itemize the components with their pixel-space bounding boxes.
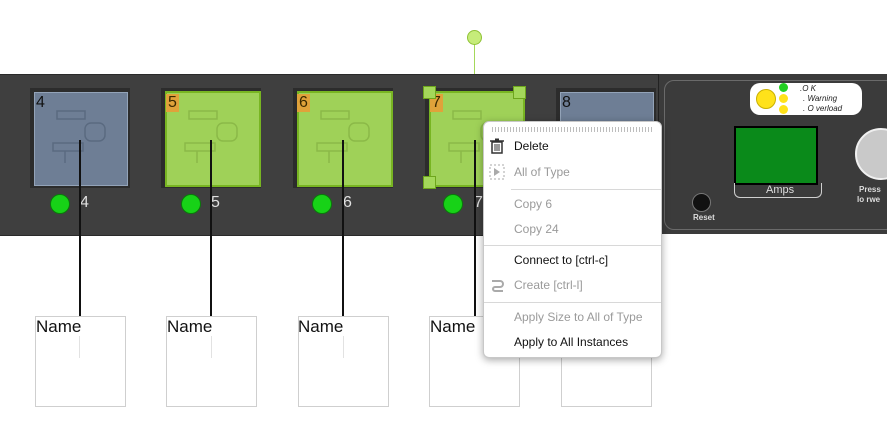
rotate-handle-line: [474, 44, 475, 92]
led-label-5: 5: [211, 194, 220, 211]
name-label-5: Name: [167, 317, 213, 336]
outlet-socket-icon: [316, 110, 370, 163]
press-label-2: lo rwe: [857, 195, 881, 204]
context-menu: Delete All of Type Copy 6 Copy 24 Connec…: [483, 121, 662, 358]
menu-item-create[interactable]: Create [ctrl-l]: [484, 274, 661, 296]
legend-big-dot: [756, 89, 776, 109]
legend-dot-ok: [779, 83, 788, 92]
menu-separator: [484, 245, 661, 246]
menu-item-copy-6[interactable]: Copy 6: [484, 193, 661, 215]
outlet-number-4: 4: [36, 94, 45, 111]
connector-line-4: [79, 140, 81, 316]
outlet-socket-icon: [52, 110, 106, 163]
legend-dot-warning: [779, 94, 788, 103]
connector-line-6: [342, 140, 344, 316]
status-led-6: [312, 194, 332, 214]
press-label: Press: [859, 185, 881, 194]
outlet-number-6: 6: [297, 94, 310, 112]
legend-warning: . Warning: [803, 94, 838, 103]
name-label-4: Name: [36, 317, 82, 336]
menu-item-copy-24[interactable]: Copy 24: [484, 218, 661, 240]
legend-ok: .O K: [800, 84, 817, 93]
led-label-4: 4: [80, 194, 89, 211]
name-box-tick-6: [343, 336, 344, 358]
menu-label-delete: Delete: [514, 139, 549, 153]
amps-display: [734, 126, 818, 185]
resize-handle-top-right[interactable]: [513, 86, 526, 99]
amps-bracket: [734, 183, 822, 198]
led-label-7: 7: [474, 194, 483, 211]
menu-separator: [484, 302, 661, 303]
amps-label: Amps: [766, 184, 795, 196]
name-box-tick-5: [211, 336, 212, 358]
select-type-icon: [489, 164, 505, 180]
menu-label-apply-size: Apply Size to All of Type: [514, 310, 643, 324]
reset-button[interactable]: [692, 193, 711, 212]
connector-line-5: [210, 140, 212, 316]
menu-item-apply-all[interactable]: Apply to All Instances: [484, 331, 661, 353]
resize-handle-bottom-left[interactable]: [423, 176, 436, 189]
menu-label-create: Create [ctrl-l]: [514, 278, 583, 292]
outlet-4[interactable]: [34, 92, 128, 186]
menu-item-connect-to[interactable]: Connect to [ctrl-c]: [484, 249, 661, 271]
trash-icon: [489, 138, 505, 154]
menu-separator: [511, 189, 661, 190]
name-label-7: Name: [430, 317, 476, 336]
menu-label-connect-to: Connect to [ctrl-c]: [514, 253, 609, 267]
status-led-7: [443, 194, 463, 214]
name-box-tick-4: [79, 336, 80, 358]
menu-label-apply-all: Apply to All Instances: [514, 335, 629, 349]
name-box-4[interactable]: [35, 316, 126, 407]
outlet-6[interactable]: [297, 91, 393, 187]
link-icon: [489, 277, 505, 293]
legend-overload: . O verload: [803, 104, 843, 113]
connector-line-7: [474, 140, 476, 316]
menu-item-all-of-type[interactable]: All of Type: [484, 161, 661, 183]
menu-label-copy-6: Copy 6: [514, 197, 553, 211]
rotate-handle[interactable]: [467, 30, 482, 45]
outlet-5[interactable]: [165, 91, 261, 187]
outlet-socket-icon: [184, 110, 238, 163]
name-box-5[interactable]: [166, 316, 257, 407]
name-label-6: Name: [298, 317, 344, 336]
menu-item-apply-size[interactable]: Apply Size to All of Type: [484, 306, 661, 328]
resize-handle-top-left[interactable]: [423, 86, 436, 99]
status-led-4: [50, 194, 70, 214]
menu-label-all-of-type: All of Type: [514, 165, 570, 179]
status-led-5: [181, 194, 201, 214]
legend-dot-overload: [779, 105, 788, 114]
meter-frame: [664, 80, 887, 230]
outlet-number-5: 5: [166, 94, 179, 112]
name-box-6[interactable]: [298, 316, 389, 407]
led-label-6: 6: [343, 194, 352, 211]
menu-drag-handle[interactable]: [492, 127, 653, 132]
menu-label-copy-24: Copy 24: [514, 222, 559, 236]
outlet-number-8: 8: [562, 94, 571, 111]
menu-item-delete[interactable]: Delete: [484, 135, 661, 157]
reset-label: Reset: [693, 213, 715, 222]
